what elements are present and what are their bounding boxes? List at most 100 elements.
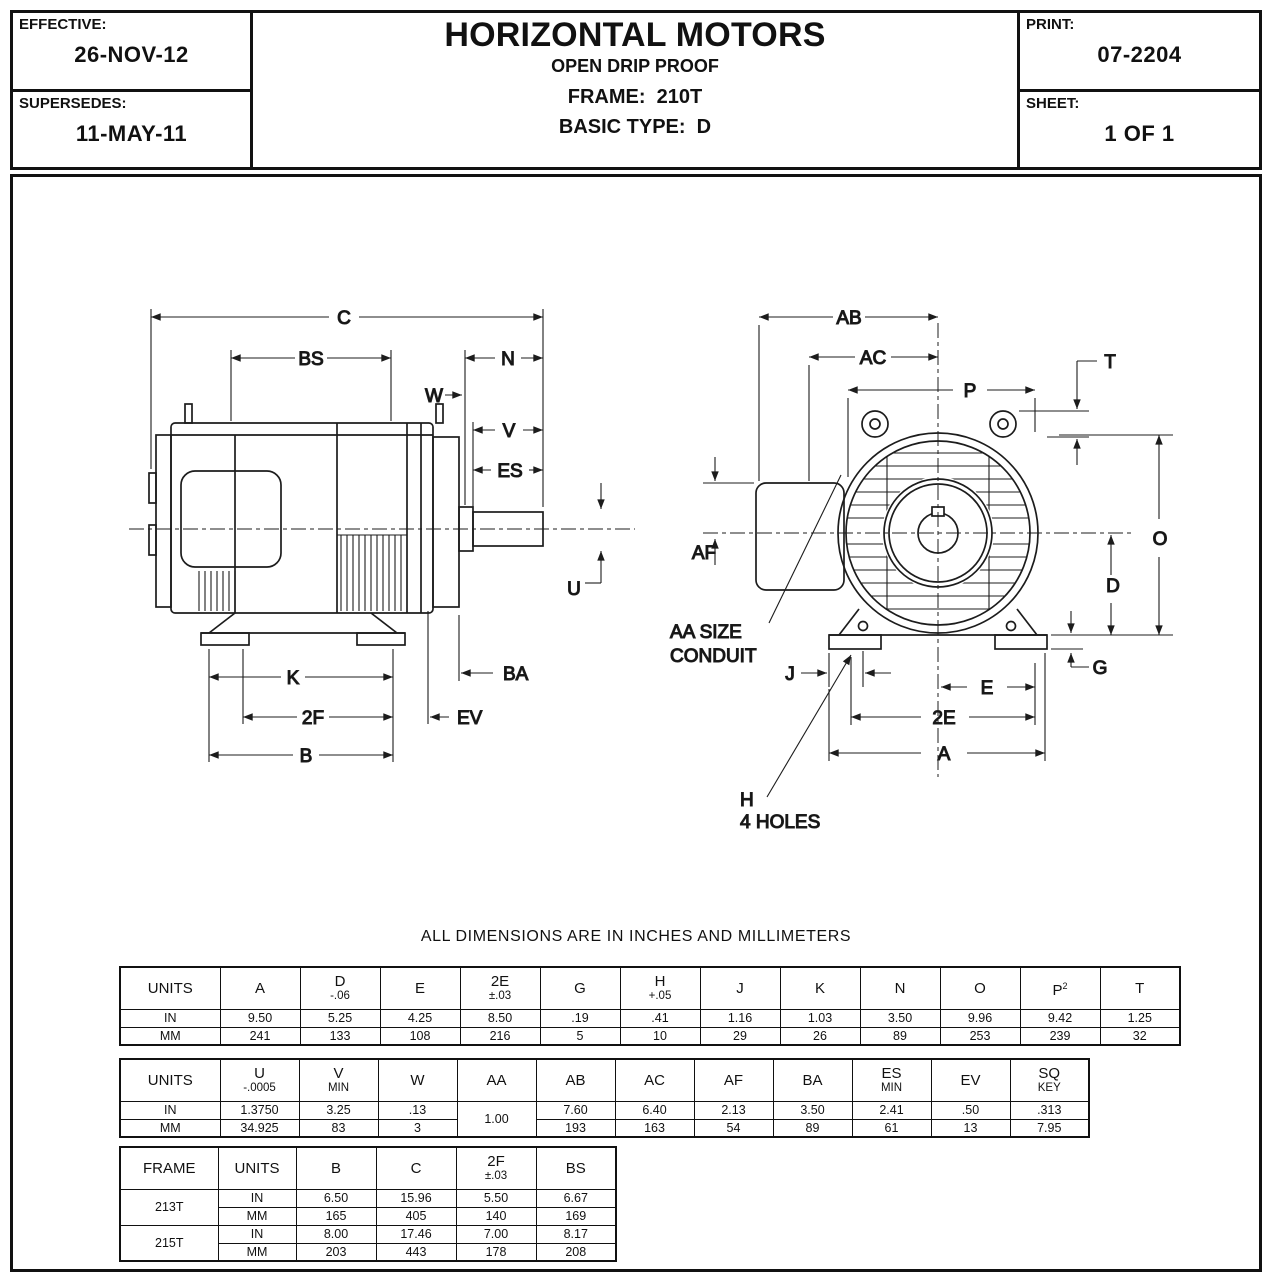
cell: 32: [1099, 1026, 1181, 1046]
t1-header-g: G: [539, 966, 621, 1010]
cell: 7.00: [455, 1224, 537, 1244]
dim-label-n: N: [501, 349, 515, 370]
conduit-note-line2: CONDUIT: [670, 646, 757, 667]
effective-date: 26-NOV-12: [74, 42, 189, 67]
revision-block: EFFECTIVE: 26-NOV-12 SUPERSEDES: 11-MAY-…: [13, 13, 253, 167]
cell: 6.67: [535, 1188, 617, 1208]
cell: 208: [535, 1242, 617, 1262]
t1-row-label-in: IN: [119, 1008, 221, 1028]
dim-ev: EV: [429, 707, 483, 730]
drawing-area: C BS N W: [10, 174, 1262, 1272]
cell: .50: [930, 1100, 1011, 1120]
cell: 6.50: [295, 1188, 377, 1208]
t1-header-a: A: [219, 966, 301, 1010]
cell: 17.46: [375, 1224, 457, 1244]
dim-label-p: P: [964, 381, 977, 402]
dim-label-o: O: [1153, 529, 1168, 550]
supersedes-label: SUPERSEDES:: [19, 94, 127, 112]
dim-v: V: [472, 420, 544, 507]
dim-n: N: [464, 348, 544, 505]
cell: .19: [539, 1008, 621, 1028]
t1-header-n: N: [859, 966, 941, 1010]
dim-w: W: [424, 385, 463, 408]
t2-header-ev: EV: [930, 1058, 1011, 1102]
motor-drawing: C BS N W: [129, 307, 1173, 834]
sheet-label: SHEET:: [1026, 94, 1080, 112]
t1-header-k: K: [779, 966, 861, 1010]
end-view: AB AC P: [669, 307, 1173, 834]
dim-label-t: T: [1104, 352, 1116, 373]
cell: 10: [619, 1026, 701, 1046]
t3-frame-213t: 213T: [119, 1188, 219, 1226]
dim-label-2e: 2E: [932, 708, 955, 729]
cell: 15.96: [375, 1188, 457, 1208]
t2-header-af: AF: [693, 1058, 774, 1102]
cell: 178: [455, 1242, 537, 1262]
t3-frame-215t: 215T: [119, 1224, 219, 1262]
cell: 5: [539, 1026, 621, 1046]
cell: 6.40: [614, 1100, 695, 1120]
cell: 2.13: [693, 1100, 774, 1120]
dim-label-ab: AB: [836, 308, 861, 329]
cell: 4.25: [379, 1008, 461, 1028]
dim-p: P: [847, 380, 1036, 477]
holes-note-line1: H: [740, 790, 754, 811]
cell: 165: [295, 1206, 377, 1226]
conduit-note-line1: AA SIZE: [670, 622, 742, 643]
t2-header-u: U-.0005: [219, 1058, 300, 1102]
cell: 89: [772, 1118, 853, 1138]
cell: .313: [1009, 1100, 1090, 1120]
t1-header-e: E: [379, 966, 461, 1010]
cell: 29: [699, 1026, 781, 1046]
cell: 3.50: [772, 1100, 853, 1120]
t1-header-units: UNITS: [119, 966, 221, 1010]
cell: 3.50: [859, 1008, 941, 1028]
dim-label-g: G: [1093, 658, 1108, 679]
dim-label-a: A: [938, 744, 951, 765]
sheet-number: 1 OF 1: [1104, 120, 1175, 146]
t2-header-ba: BA: [772, 1058, 853, 1102]
dim-j: J: [785, 651, 891, 687]
dim-ba: BA: [460, 663, 529, 686]
cell: 9.50: [219, 1008, 301, 1028]
dim-label-d: D: [1106, 576, 1120, 597]
cell: 7.60: [535, 1100, 616, 1120]
dim-label-j: J: [785, 664, 795, 685]
t2-row-label-in: IN: [119, 1100, 221, 1120]
print-number: 07-2204: [1097, 42, 1182, 67]
title-block: EFFECTIVE: 26-NOV-12 SUPERSEDES: 11-MAY-…: [10, 10, 1262, 170]
cell: 2.41: [851, 1100, 932, 1120]
dim-label-k: K: [287, 668, 300, 689]
sheet-cell: SHEET: 1 OF 1: [1020, 92, 1259, 168]
cell: 13: [930, 1118, 1011, 1138]
cell: 140: [455, 1206, 537, 1226]
t3-header-bs: BS: [535, 1146, 617, 1190]
t1-header-o: O: [939, 966, 1021, 1010]
dim-es: ES: [472, 460, 544, 483]
cell: 7.95: [1009, 1118, 1090, 1138]
t1-header-t: T: [1099, 966, 1181, 1010]
dim-b: B: [208, 745, 394, 768]
dim-label-w: W: [425, 386, 443, 407]
cell: 54: [693, 1118, 774, 1138]
dim-ac: AC: [808, 347, 939, 481]
cell: 89: [859, 1026, 941, 1046]
t3-header-frame: FRAME: [119, 1146, 219, 1190]
cell: 216: [459, 1026, 541, 1046]
dim-g: G: [1051, 611, 1108, 680]
dim-label-c: C: [337, 308, 351, 329]
cell: 34.925: [219, 1118, 300, 1138]
print-block: PRINT: 07-2204 SHEET: 1 OF 1: [1017, 13, 1259, 167]
cell: 1.3750: [219, 1100, 300, 1120]
cell: 61: [851, 1118, 932, 1138]
dim-u: U: [567, 483, 605, 601]
supersedes-cell: SUPERSEDES: 11-MAY-11: [13, 92, 250, 168]
side-view: C BS N W: [129, 307, 635, 768]
dim-2e: 2E: [850, 657, 1036, 730]
t2-header-w: W: [377, 1058, 458, 1102]
page-title: HORIZONTAL MOTORS: [444, 16, 826, 54]
cell: 8.17: [535, 1224, 617, 1244]
t2-header-ac: AC: [614, 1058, 695, 1102]
t2-row-label-mm: MM: [119, 1118, 221, 1138]
